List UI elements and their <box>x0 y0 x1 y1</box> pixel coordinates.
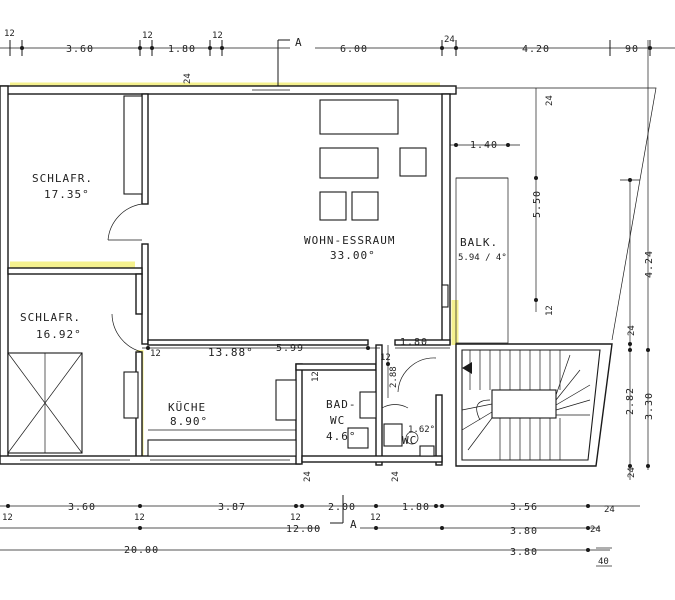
balcony <box>455 87 657 344</box>
dim-bottom2-380: 3.80 <box>510 526 538 537</box>
room-area-balk: 5.94 / 4° <box>458 253 507 263</box>
dim-bottom3-40: 40 <box>598 557 609 567</box>
dim-bottom-24a: 24 <box>303 471 313 482</box>
room-name-bad-wc: WC <box>330 414 345 427</box>
dim-bottom-24b: 24 <box>391 471 401 482</box>
dim-inner-12-bad: 12 <box>311 371 321 382</box>
room-name-wc: WC <box>402 434 417 447</box>
dim-bottom-356: 3.56 <box>510 502 538 513</box>
room-name-schlafr1: SCHLAFR. <box>32 172 93 185</box>
dim-inner-12-balk: 12 <box>545 305 555 316</box>
section-label-bottom: A <box>350 518 358 531</box>
dim-bottom2-24: 24 <box>590 525 601 535</box>
dim-top-12a: 12 <box>4 29 15 39</box>
dim-bottom2-12d: 12 <box>370 513 381 523</box>
dim-right-24b: 24 <box>627 467 637 478</box>
dim-inner-12-k: 12 <box>150 349 161 359</box>
dimension-bottom-1: 3.60 3.87 24 2.00 24 1.80 3.56 24 <box>0 471 640 515</box>
dim-inner-1388: 13.88° <box>208 346 254 359</box>
stairwell <box>455 343 613 467</box>
room-area-kueche: 8.90° <box>170 415 208 428</box>
dim-inner-12-e: 12 <box>380 353 391 363</box>
room-labels: SCHLAFR. 17.35° SCHLAFR. 16.92° WOHN-ESS… <box>20 172 507 447</box>
room-area-schlafr2: 16.92° <box>36 328 82 341</box>
dim-inner-180: 1.80 <box>400 337 428 348</box>
walls <box>0 85 457 466</box>
dim-bottom2-1200: 12.00 <box>286 524 321 535</box>
dimension-inner: 24 24 1.40 5.50 12 12 13.88° 5.99 1.80 1… <box>142 73 555 398</box>
room-area-wohn: 33.00° <box>330 249 376 262</box>
dim-bottom-200: 2.00 <box>328 502 356 513</box>
dim-bottom2-12a: 12 <box>2 513 13 523</box>
dim-right-330: 3.30 <box>644 392 655 420</box>
dim-bottom-387: 3.87 <box>218 502 246 513</box>
dim-top-12b: 12 <box>142 31 153 41</box>
dim-right-282: 2.82 <box>625 387 636 415</box>
section-mark-bottom: A <box>330 495 358 531</box>
room-area-bad: 4.6° <box>326 430 357 443</box>
dimension-bottom-2: 12 12 12 12.00 12 3.80 24 <box>0 513 601 537</box>
dim-inner-140: 1.40 <box>470 140 498 151</box>
dim-top-90: 90 <box>625 44 639 55</box>
dim-inner-288: 2.88 <box>389 366 399 388</box>
room-area-schlafr1: 17.35° <box>44 188 90 201</box>
dim-top-360: 3.60 <box>66 44 94 55</box>
dim-bottom-24c: 24 <box>604 505 615 515</box>
dim-bottom3-2000: 20.00 <box>124 545 159 556</box>
room-name-schlafr2: SCHLAFR. <box>20 311 81 324</box>
dim-inner-24-top: 24 <box>183 73 193 84</box>
dim-top-600: 6.00 <box>340 44 368 55</box>
dim-top-420: 4.20 <box>522 44 550 55</box>
dim-top-180: 1.80 <box>168 44 196 55</box>
room-name-bad: BAD- <box>326 398 357 411</box>
room-name-kueche: KÜCHE <box>168 401 206 414</box>
dim-right-424: 4.24 <box>644 250 655 278</box>
dim-bottom2-12b: 12 <box>134 513 145 523</box>
dim-top-12c: 12 <box>212 31 223 41</box>
dim-inner-599: 5.99 <box>276 343 304 354</box>
dim-inner-24-right: 24 <box>545 95 555 106</box>
dim-bottom-360: 3.60 <box>68 502 96 513</box>
dim-inner-550: 5.50 <box>532 190 543 218</box>
section-label-top: A <box>295 36 303 49</box>
room-name-balk: BALK. <box>460 236 498 249</box>
room-name-wohn: WOHN-ESSRAUM <box>304 234 395 247</box>
dimension-top: 12 3.60 12 1.80 12 6.00 24 4.20 90 <box>0 29 675 56</box>
dim-right-24a: 24 <box>627 325 637 336</box>
dim-bottom2-12c: 12 <box>290 513 301 523</box>
dim-top-24: 24 <box>444 35 455 45</box>
dimension-right: 4.24 24 2.82 3.30 24 <box>620 40 655 480</box>
room-area-wc: 1.62° <box>408 425 435 435</box>
dim-bottom-180: 1.80 <box>402 502 430 513</box>
section-mark-top: A <box>277 36 303 86</box>
dimension-bottom-3: 20.00 3.80 40 <box>0 545 612 567</box>
furniture <box>7 95 449 457</box>
dim-bottom3-380: 3.80 <box>510 547 538 558</box>
